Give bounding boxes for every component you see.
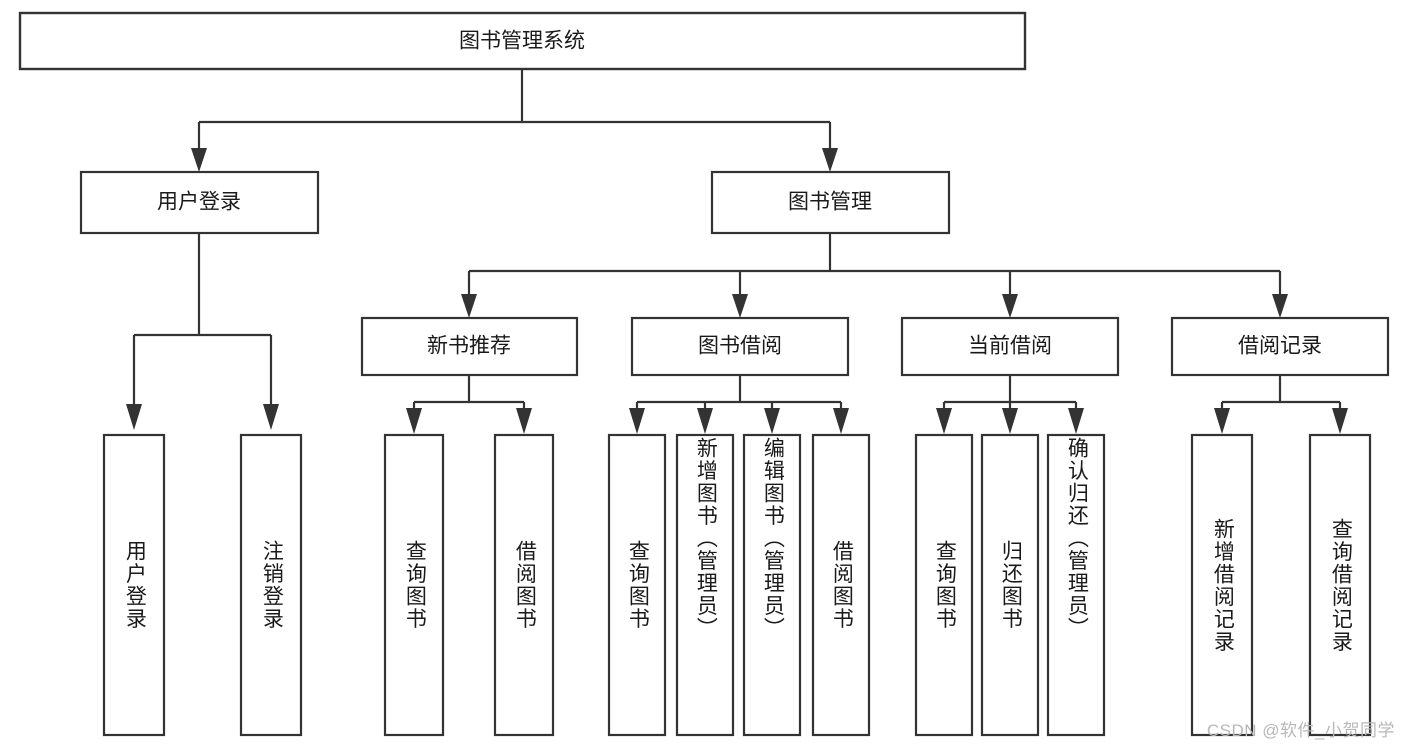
connector-group-new-book	[406, 375, 532, 434]
leaf-box-borrow-record-1[interactable]	[1190, 433, 1254, 737]
arrow-user-login-leaf-2	[263, 404, 279, 430]
arrow-user-login-leaf-1	[126, 404, 142, 430]
node-root-label: 图书管理系统	[459, 30, 585, 53]
leaf-box-book-borrow-3[interactable]	[742, 433, 802, 737]
arrow-book-borrow-leaf-2	[697, 408, 713, 434]
node-borrow-record-label: 借阅记录	[1238, 335, 1322, 358]
node-borrow-record-box[interactable]	[1170, 316, 1390, 377]
connector-group-book-mgmt	[461, 233, 1288, 318]
leaf-box-new-book-2[interactable]	[493, 433, 555, 737]
leaf-box-book-borrow-2[interactable]	[675, 433, 735, 737]
leaf-group-new-book-recommend	[383, 433, 555, 737]
leaf-box-current-borrow-2[interactable]	[980, 433, 1040, 737]
leaf-box-current-borrow-3[interactable]	[1046, 433, 1106, 737]
node-user-login[interactable]: 用户登录	[79, 170, 320, 235]
leaf-group-borrow-record	[1190, 433, 1372, 737]
leaf-box-user-login-1[interactable]	[102, 433, 166, 737]
node-borrow-record[interactable]: 借阅记录	[1170, 316, 1390, 377]
arrow-book-borrow-leaf-3	[764, 408, 780, 434]
connector-group-root	[191, 69, 838, 172]
arrow-current-borrow-leaf-3	[1068, 408, 1084, 434]
leaf-box-new-book-1[interactable]	[383, 433, 445, 737]
leaf-box-current-borrow-1[interactable]	[914, 433, 974, 737]
arrow-borrow-record-leaf-2	[1332, 408, 1348, 434]
node-new-book-recommend-box[interactable]	[360, 316, 579, 377]
arrow-book-borrow-leaf-4	[833, 408, 849, 434]
node-root[interactable]: 图书管理系统	[18, 11, 1027, 71]
leaf-group-user-login	[102, 433, 303, 737]
arrow-current-borrow-leaf-2	[1002, 408, 1018, 434]
node-user-login-label: 用户登录	[157, 191, 241, 214]
leaf-box-user-login-2[interactable]	[239, 433, 303, 737]
leaf-group-current-borrow	[914, 433, 1106, 737]
leaf-box-borrow-record-2[interactable]	[1308, 433, 1372, 737]
node-current-borrow-box[interactable]	[900, 316, 1120, 377]
arrow-root-to-book-mgmt	[822, 148, 838, 172]
leaf-box-book-borrow-4[interactable]	[811, 433, 871, 737]
arrow-book-mgmt-child-2	[732, 294, 748, 318]
node-root-box[interactable]	[18, 11, 1027, 71]
csdn-watermark: CSDN @软件_小贺同学	[1206, 721, 1395, 740]
connector-group-borrow-record	[1214, 375, 1348, 434]
node-book-borrow-box[interactable]	[630, 316, 850, 377]
node-book-borrow[interactable]: 图书借阅	[630, 316, 850, 377]
leaf-box-book-borrow-1[interactable]	[607, 433, 667, 737]
node-book-management-box[interactable]	[710, 170, 951, 235]
node-current-borrow-label: 当前借阅	[968, 335, 1052, 358]
arrow-book-mgmt-child-1	[461, 294, 477, 318]
node-current-borrow[interactable]: 当前借阅	[900, 316, 1120, 377]
leaf-group-book-borrow	[607, 433, 871, 737]
arrow-current-borrow-leaf-1	[936, 408, 952, 434]
connector-group-user-login	[126, 233, 279, 430]
node-new-book-recommend[interactable]: 新书推荐	[360, 316, 579, 377]
arrow-new-book-leaf-1	[406, 408, 422, 434]
node-new-book-recommend-label: 新书推荐	[427, 335, 511, 358]
node-book-management[interactable]: 图书管理	[710, 170, 951, 235]
arrow-book-mgmt-child-4	[1272, 294, 1288, 318]
arrow-borrow-record-leaf-1	[1214, 408, 1230, 434]
node-book-borrow-label: 图书借阅	[698, 335, 782, 358]
arrow-book-borrow-leaf-1	[629, 408, 645, 434]
connector-group-current-borrow	[936, 375, 1084, 434]
arrow-new-book-leaf-2	[516, 408, 532, 434]
arrow-root-to-user-login	[191, 148, 207, 172]
node-book-management-label: 图书管理	[788, 191, 872, 214]
connector-group-book-borrow	[629, 375, 849, 434]
node-user-login-box[interactable]	[79, 170, 320, 235]
arrow-book-mgmt-child-3	[1002, 294, 1018, 318]
